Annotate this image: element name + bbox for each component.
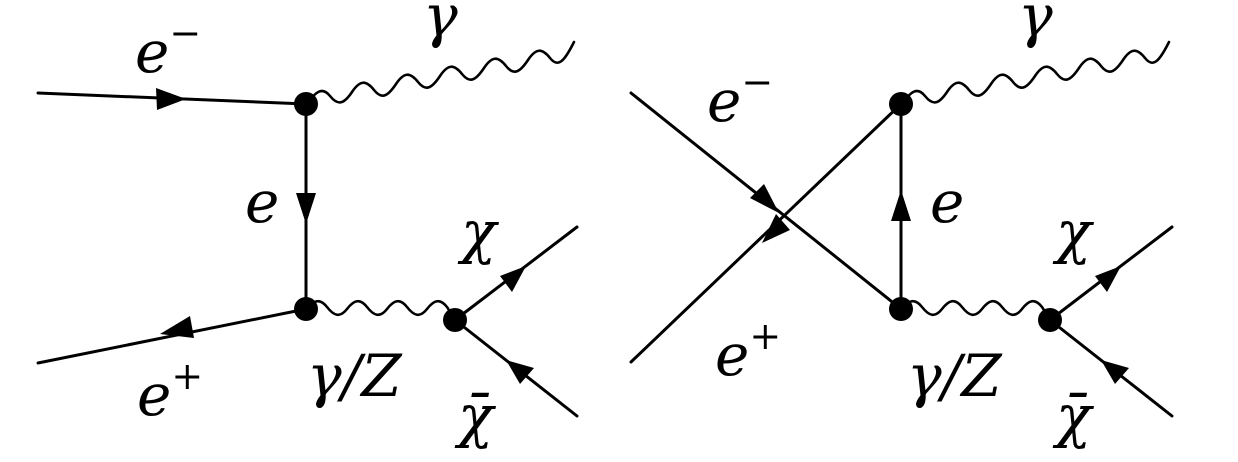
propagator-arrow: [891, 190, 911, 221]
vertex-mediator: [1038, 308, 1062, 332]
label-positron-in: e+: [715, 314, 781, 389]
label-electron-in: e−: [135, 11, 201, 86]
label-mediator: γ/Z: [307, 342, 403, 410]
photon-out-wave: [899, 40, 1171, 106]
label-chibar: χ̄: [454, 382, 496, 450]
positron-in-line: [36, 307, 308, 365]
chibar-arrow: [1101, 360, 1129, 384]
label-photon-out: γ: [1018, 0, 1053, 50]
diagram-right: e− γ e χ e+ γ/Z χ̄: [629, 0, 1174, 450]
mediator-wave: [304, 299, 457, 322]
vertex-bottom: [294, 297, 318, 321]
electron-in-arrow: [750, 184, 779, 213]
label-chi: χ: [1052, 198, 1094, 266]
chibar-arrow: [506, 360, 534, 384]
label-propagator: e: [245, 168, 279, 236]
vertex-bottom: [889, 297, 913, 321]
label-electron-in: e−: [707, 60, 773, 135]
chi-arrow: [1095, 266, 1121, 292]
label-chi: χ: [457, 198, 499, 266]
label-chibar: χ̄: [1052, 382, 1094, 450]
vertex-top: [889, 92, 913, 116]
label-mediator: γ/Z: [907, 342, 1003, 410]
diagram-left: e− γ e χ e+ γ/Z χ̄: [36, 0, 579, 450]
label-positron-in: e+: [137, 354, 203, 429]
mediator-wave: [899, 299, 1052, 322]
positron-in-line: [629, 102, 903, 364]
positron-in-arrow: [160, 316, 194, 338]
label-propagator: e: [930, 168, 964, 236]
photon-out-wave: [304, 40, 576, 106]
propagator-arrow: [296, 193, 316, 224]
vertex-top: [294, 92, 318, 116]
positron-in-arrow: [762, 214, 790, 243]
chi-arrow: [500, 266, 526, 292]
electron-in-arrow: [156, 88, 186, 110]
label-photon-out: γ: [423, 0, 458, 50]
vertex-mediator: [443, 308, 467, 332]
